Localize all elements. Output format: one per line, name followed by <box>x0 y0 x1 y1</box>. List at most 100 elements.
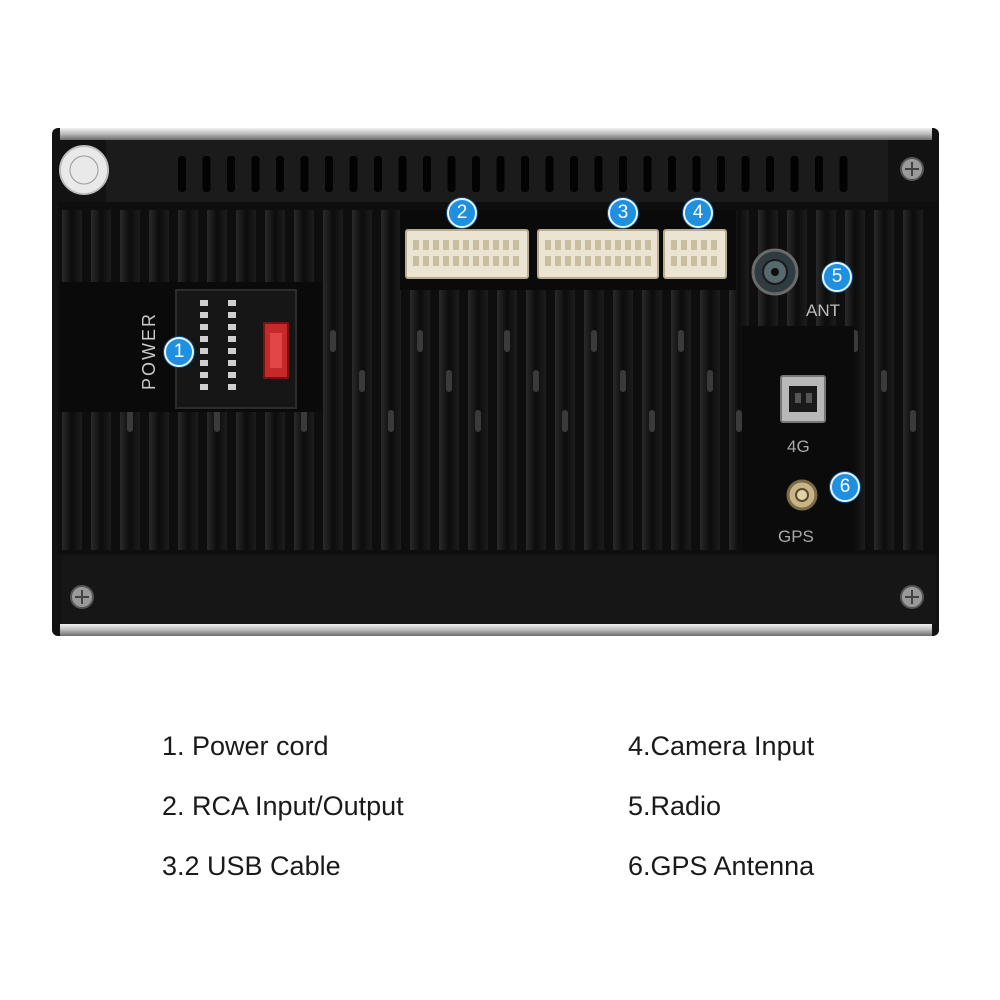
fin <box>903 210 923 550</box>
fin-notch <box>881 370 887 392</box>
fin-notch <box>214 410 220 432</box>
pin <box>711 240 717 250</box>
top-rail <box>60 128 932 140</box>
pin <box>555 256 561 266</box>
pin <box>565 256 571 266</box>
pin <box>423 256 429 266</box>
vent-slot <box>766 156 774 192</box>
pin <box>463 240 469 250</box>
pin <box>228 312 236 318</box>
fin-notch <box>591 330 597 352</box>
pin <box>635 240 641 250</box>
fuse <box>263 322 289 379</box>
fin-notch <box>475 410 481 432</box>
pin <box>228 324 236 330</box>
pin <box>711 256 717 266</box>
vent-slot <box>178 156 186 192</box>
fin-notch <box>910 410 916 432</box>
pin <box>701 240 707 250</box>
power-connector-pins <box>200 300 236 390</box>
pin <box>200 300 208 306</box>
pin <box>701 256 707 266</box>
pin <box>443 256 449 266</box>
fin-notch <box>678 330 684 352</box>
pin <box>413 240 419 250</box>
pin <box>413 256 419 266</box>
pin <box>200 324 208 330</box>
vent-slot <box>521 156 529 192</box>
pin <box>691 240 697 250</box>
callout-badge-4: 4 <box>683 198 713 228</box>
vent-slot <box>202 156 211 192</box>
pin <box>503 240 509 250</box>
ant-label: ANT <box>806 301 840 320</box>
pin <box>483 240 489 250</box>
fin <box>323 210 343 550</box>
pin <box>605 256 611 266</box>
vent-slot <box>643 156 652 192</box>
vent-slot <box>447 156 456 192</box>
screw-slot <box>905 162 919 176</box>
pin <box>645 256 651 266</box>
pin <box>545 240 551 250</box>
pin <box>585 240 591 250</box>
pin <box>645 240 651 250</box>
legend-item-radio: 5.Radio <box>628 791 722 821</box>
top-vent-slots <box>178 156 848 192</box>
fin <box>381 210 401 550</box>
pin <box>423 240 429 250</box>
vent-slot <box>496 156 505 192</box>
pin <box>615 240 621 250</box>
pin <box>691 256 697 266</box>
callout-badge-2: 2 <box>447 198 477 228</box>
usb-connector <box>537 229 659 279</box>
pin <box>565 240 571 250</box>
pin <box>605 240 611 250</box>
fin-notch <box>330 330 336 352</box>
pin <box>545 256 551 266</box>
pin <box>671 256 677 266</box>
pin <box>513 256 519 266</box>
fin <box>671 210 691 550</box>
pin <box>671 240 677 250</box>
fin <box>468 210 488 550</box>
vent-slot <box>692 156 701 192</box>
pin <box>453 256 459 266</box>
vent-slot <box>276 156 284 192</box>
screw-slot <box>75 590 89 604</box>
head-unit-rear-photo: POWER ANT 4G GPS <box>52 128 939 636</box>
pin <box>463 256 469 266</box>
vent-slot <box>619 156 627 192</box>
pin <box>503 256 509 266</box>
legend-item-power-cord: 1. Power cord <box>162 731 329 761</box>
pin <box>200 360 208 366</box>
vent-slot <box>227 156 235 192</box>
fin-notch <box>417 330 423 352</box>
pin <box>575 256 581 266</box>
pin <box>595 240 601 250</box>
pin <box>635 256 641 266</box>
camera-connector <box>663 229 727 279</box>
vent-slot <box>790 156 799 192</box>
fin-notch <box>620 370 626 392</box>
pin <box>625 240 631 250</box>
vent-slot <box>570 156 578 192</box>
legend-item-usb: 3.2 USB Cable <box>162 851 341 881</box>
vent-slot <box>349 156 358 192</box>
white-connector-pins <box>413 240 717 266</box>
vent-slot <box>594 156 603 192</box>
fin <box>410 210 430 550</box>
pin <box>555 240 561 250</box>
fin-notch <box>359 370 365 392</box>
legend-item-camera: 4.Camera Input <box>628 731 815 761</box>
pin <box>200 336 208 342</box>
vent-slot <box>251 156 260 192</box>
pin <box>483 256 489 266</box>
fin-notch <box>504 330 510 352</box>
fin <box>642 210 662 550</box>
power-label: POWER <box>139 312 159 390</box>
vent-slot <box>668 156 676 192</box>
pin <box>615 256 621 266</box>
pin <box>200 372 208 378</box>
screw-slot <box>905 590 919 604</box>
